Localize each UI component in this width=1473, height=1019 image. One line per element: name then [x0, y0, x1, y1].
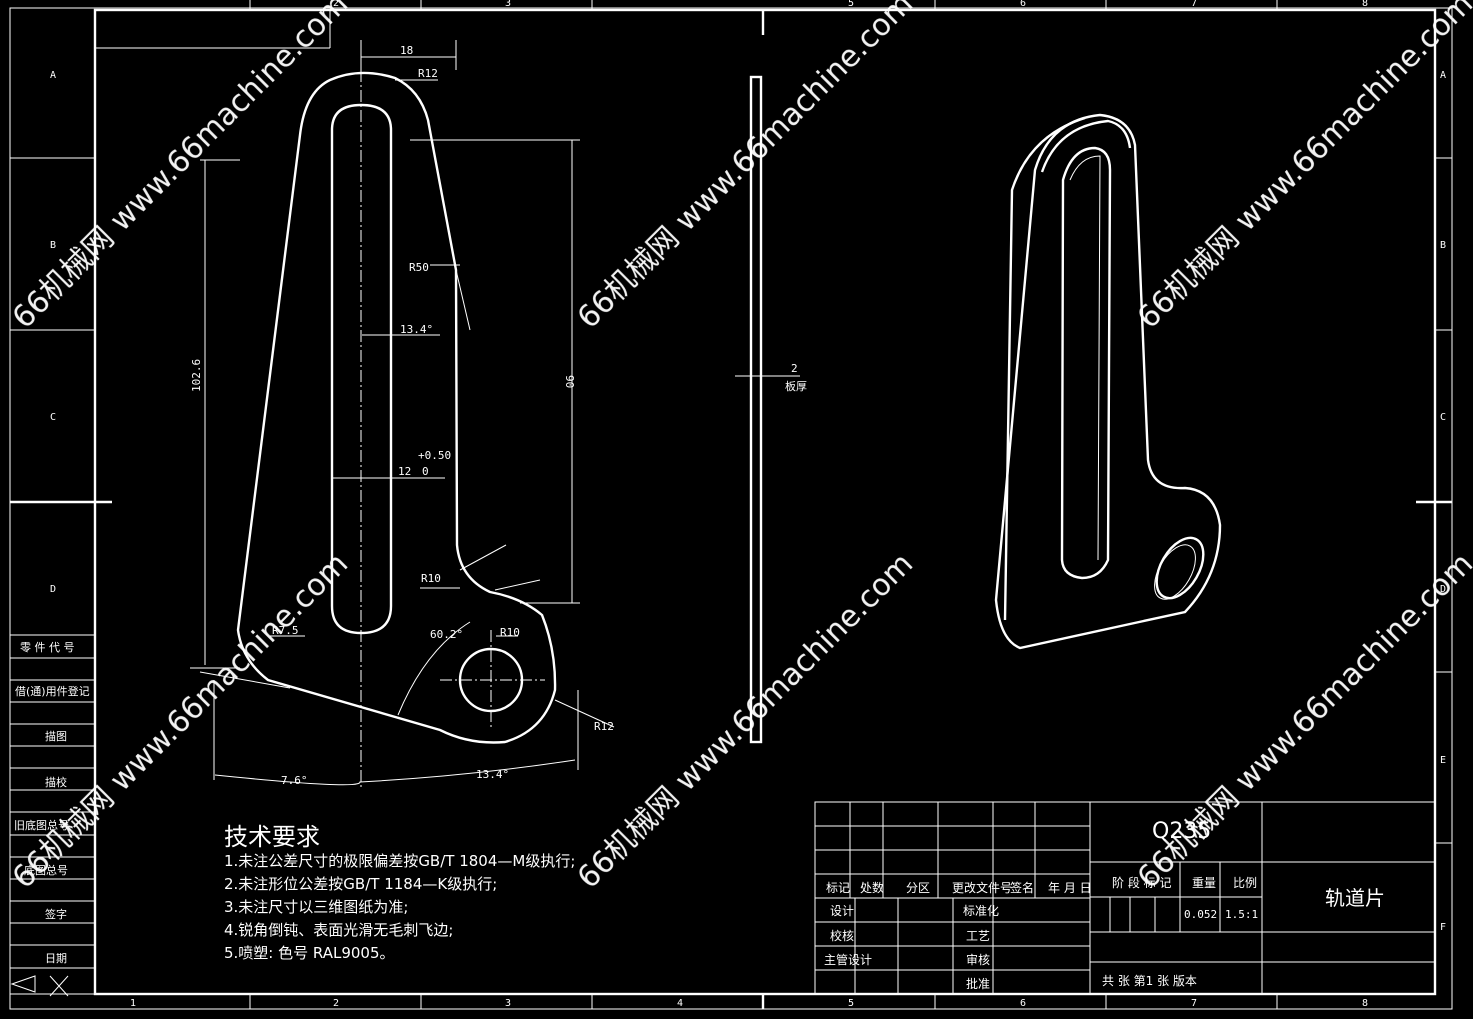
sheet-border	[9, 0, 1453, 1010]
dim-slot-tol-lower: 0	[422, 465, 429, 478]
role-check: 校核	[830, 928, 854, 943]
row-left-c: C	[50, 412, 56, 423]
tech-line-5: 5.喷塑: 色号 RAL9005。	[224, 944, 395, 962]
strip-base-no: 底图总号	[24, 863, 68, 877]
part-name: 轨道片	[1325, 886, 1385, 910]
dim-thickness-value: 2	[791, 362, 798, 375]
watermark-3: 66机械网 www.66machine.com	[1131, 0, 1473, 336]
hdr-count: 处数	[860, 880, 884, 895]
dim-r50: R50	[409, 261, 429, 274]
dim-slot-width: 12	[398, 465, 411, 478]
watermark-1: 66机械网 www.66machine.com	[6, 0, 355, 336]
watermark-6: 66机械网 www.66machine.com	[1131, 546, 1473, 895]
tech-line-2: 2.未注形位公差按GB/T 1184—K级执行;	[224, 875, 497, 893]
slot	[330, 103, 393, 635]
scale-value: 1.5:1	[1225, 908, 1258, 921]
row-right-e: E	[1440, 755, 1446, 766]
col-bottom-5: 5	[848, 998, 854, 1009]
tech-title: 技术要求	[224, 823, 320, 851]
dim-angle-7-6: 7.6°	[281, 774, 308, 787]
hdr-zone: 分区	[906, 881, 930, 895]
row-left-d: D	[50, 584, 56, 595]
col-bottom-6: 6	[1020, 998, 1026, 1009]
watermark-5: 66机械网 www.66machine.com	[571, 546, 920, 895]
col-bottom-2: 2	[333, 998, 339, 1009]
role-lead-design: 主管设计	[824, 952, 872, 967]
col-bottom-8: 8	[1362, 998, 1368, 1009]
col-top-5: 5	[848, 0, 854, 9]
col-bottom-3: 3	[505, 998, 511, 1009]
part-outline	[236, 71, 557, 744]
dim-angle-13-4-a: 13.4°	[400, 323, 433, 336]
title-block: Q235 轨道片 标记 处数 分区 更改文件号 签名 年 月 日 设计 校核 主…	[814, 801, 1436, 995]
side-view: 2 板厚	[735, 75, 807, 744]
row-right-c: C	[1440, 412, 1446, 423]
strip-date: 日期	[45, 952, 67, 965]
role-standard: 标准化	[963, 904, 999, 918]
col-top-6: 6	[1020, 0, 1026, 9]
hdr-change-doc: 更改文件号	[952, 880, 1012, 895]
col-top-8: 8	[1362, 0, 1368, 9]
sheet-info: 共 张 第1 张 版本	[1102, 974, 1197, 988]
front-view: 18 R12 R50 13.4° 102.6 90 +0.50 12 0 R10…	[190, 40, 615, 790]
col-top-2: 2	[333, 0, 339, 9]
strip-part-code: 零 件 代 号	[20, 641, 75, 654]
tech-line-3: 3.未注尺寸以三维图纸为准;	[224, 898, 408, 916]
hdr-date: 年 月 日	[1048, 881, 1092, 895]
dim-angle-60-2: 60.2°	[430, 628, 463, 641]
dim-r10-b: R10	[500, 626, 520, 639]
col-bottom-4: 4	[677, 998, 683, 1009]
role-process: 工艺	[966, 929, 990, 943]
dim-height-90: 90	[563, 375, 576, 388]
isometric-view	[994, 113, 1222, 650]
dim-r12-bottom: R12	[594, 720, 614, 733]
row-right-f: F	[1440, 922, 1446, 933]
strip-trace-check: 描校	[45, 775, 67, 789]
strip-old-base-no: 旧底图总号	[14, 818, 69, 832]
strip-borrowed-register: 借(通)用件登记	[15, 684, 90, 698]
hdr-sign: 签名	[1010, 880, 1034, 895]
strip-signature: 签字	[45, 907, 67, 921]
dim-thickness-label: 板厚	[785, 379, 807, 393]
role-review: 审核	[966, 952, 990, 967]
strip-tracing: 描图	[45, 729, 67, 743]
dim-angle-13-4-b: 13.4°	[476, 768, 509, 781]
hdr-mark: 标记	[826, 881, 850, 895]
role-approve: 批准	[966, 976, 990, 991]
dim-r10-a: R10	[421, 572, 441, 585]
col-top-7: 7	[1191, 0, 1197, 9]
technical-requirements: 技术要求 1.未注公差尺寸的极限偏差按GB/T 1804—M级执行; 2.未注形…	[224, 823, 575, 962]
material: Q235	[1152, 819, 1211, 844]
grid-labels: 1 2 3 4 5 6 7 8 2 3 5 6 7 8 A B C D A B …	[50, 0, 1446, 1009]
stage-label: 阶 段 标 记	[1112, 875, 1171, 890]
col-bottom-7: 7	[1191, 998, 1197, 1009]
tech-line-4: 4.锐角倒钝、表面光滑无毛刺飞边;	[224, 921, 453, 939]
dim-r12-top: R12	[418, 67, 438, 80]
projection-symbol	[10, 975, 69, 997]
col-top-3: 3	[505, 0, 511, 9]
dim-height-102-6: 102.6	[190, 359, 203, 392]
dim-top-width: 18	[400, 44, 413, 57]
row-right-b: B	[1440, 240, 1446, 251]
tech-line-1: 1.未注公差尺寸的极限偏差按GB/T 1804—M级执行;	[224, 852, 575, 870]
weight-label: 重量	[1192, 876, 1216, 890]
left-strip: 零 件 代 号 借(通)用件登记 描图 描校 旧底图总号 底图总号 签字 日期	[9, 634, 96, 997]
watermark-2: 66机械网 www.66machine.com	[571, 0, 920, 336]
row-left-b: B	[50, 240, 56, 251]
row-left-a: A	[50, 70, 56, 81]
col-bottom-1: 1	[130, 998, 136, 1009]
dim-r7-5: R7.5	[272, 624, 299, 637]
row-right-d: D	[1440, 584, 1446, 595]
dim-slot-tol-upper: +0.50	[418, 449, 451, 462]
row-right-a: A	[1440, 70, 1446, 81]
role-design: 设计	[830, 904, 854, 918]
weight-value: 0.052	[1184, 908, 1217, 921]
watermarks: 66机械网 www.66machine.com 66机械网 www.66mach…	[6, 0, 1473, 896]
scale-label: 比例	[1233, 876, 1257, 890]
